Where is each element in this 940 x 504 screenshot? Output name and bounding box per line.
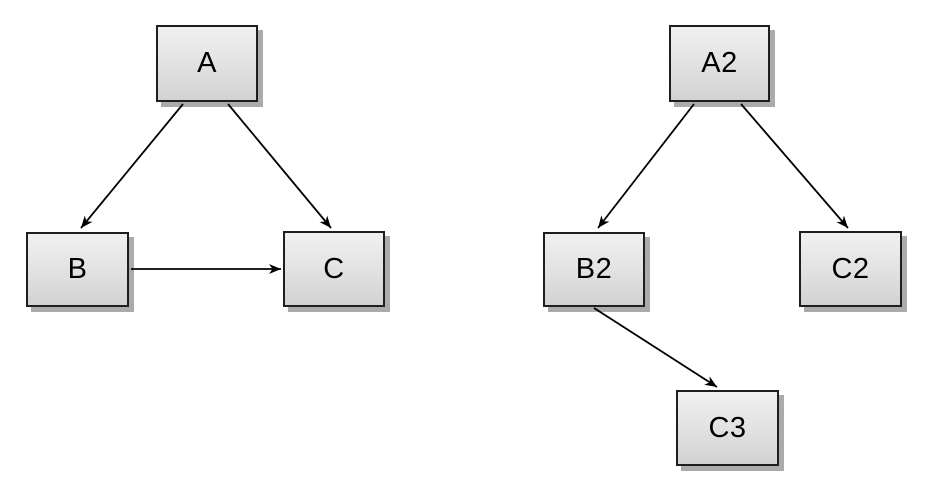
node-B2[interactable]: B2	[543, 232, 645, 307]
node-C[interactable]: C	[283, 231, 385, 307]
edge-A2-B2[interactable]	[597, 103, 695, 229]
node-C2-label: C2	[831, 252, 870, 285]
node-C3[interactable]: C3	[676, 390, 779, 466]
node-C3-label: C3	[708, 411, 747, 444]
node-C2[interactable]: C2	[799, 231, 902, 307]
node-A[interactable]: A	[156, 25, 258, 102]
node-B2-label: B2	[575, 253, 613, 285]
node-A2[interactable]: A2	[669, 25, 770, 102]
node-B[interactable]: B	[26, 232, 129, 307]
edge-A2-C2[interactable]	[740, 103, 849, 229]
edge-A-B[interactable]	[80, 103, 184, 229]
node-B-label: B	[67, 253, 88, 285]
edge-B2-C3[interactable]	[593, 307, 718, 388]
node-A2-label: A2	[701, 47, 738, 79]
edge-A-C[interactable]	[227, 103, 332, 229]
node-C-label: C	[323, 252, 345, 285]
node-A-label: A	[197, 47, 217, 79]
